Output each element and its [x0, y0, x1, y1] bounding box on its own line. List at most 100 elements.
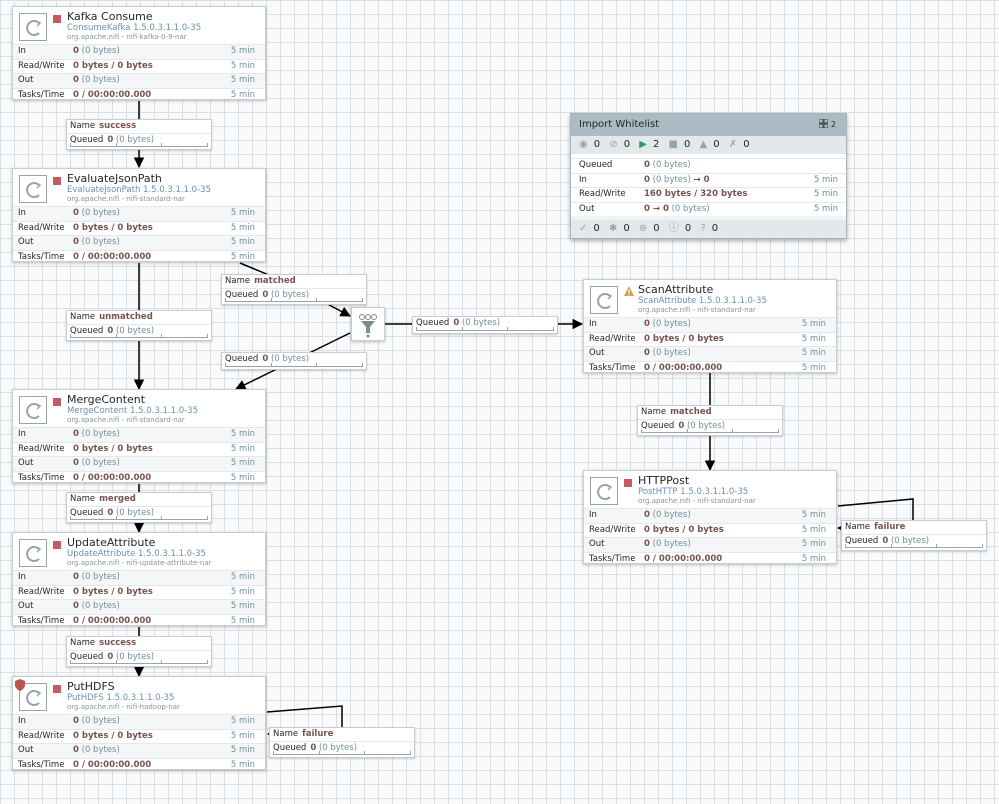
processor-name: MergeContent: [67, 393, 146, 406]
queue-bar: [845, 544, 983, 548]
processor-bundle: org.apache.nifi - nifi-standard-nar: [67, 416, 185, 424]
processor-updateattribute[interactable]: UpdateAttribute UpdateAttribute 1.5.0.3.…: [12, 532, 266, 626]
processor-type: EvaluateJsonPath 1.5.0.3.1.1.0-35: [67, 185, 211, 195]
processor-kafka-consume[interactable]: Kafka Consume ConsumeKafka 1.5.0.3.1.1.0…: [12, 6, 266, 100]
processor-name: EvaluateJsonPath: [67, 172, 162, 185]
locally-modified-icon: ✱: [608, 223, 618, 234]
disabled-icon: ✗: [728, 139, 738, 150]
queue-bar: [70, 143, 208, 147]
processor-header: PutHDFS PutHDFS 1.5.0.3.1.1.0-35 org.apa…: [13, 677, 265, 717]
stopped-icon: [53, 177, 61, 185]
warning-icon: [624, 286, 634, 296]
processor-type: PostHTTP 1.5.0.3.1.1.0-35: [638, 487, 749, 497]
processor-icon: [19, 13, 47, 41]
process-group-header: Import Whitelist 2: [571, 114, 846, 136]
process-group-status-bar: ◉0 ⊘0 ▶2 ■0 ▲0 ✗0: [571, 136, 846, 154]
processor-icon: [590, 286, 618, 314]
queue-bar: [70, 334, 208, 338]
queue-bar: [70, 516, 208, 520]
process-group-name: Import Whitelist: [579, 119, 660, 130]
processor-type: MergeContent 1.5.0.3.1.1.0-35: [67, 406, 198, 416]
processor-header: ScanAttribute ScanAttribute 1.5.0.3.1.1.…: [584, 280, 836, 320]
processor-evaluatejsonpath[interactable]: EvaluateJsonPath EvaluateJsonPath 1.5.0.…: [12, 168, 266, 262]
processor-header: EvaluateJsonPath EvaluateJsonPath 1.5.0.…: [13, 169, 265, 209]
processor-puthdfs[interactable]: PutHDFS PutHDFS 1.5.0.3.1.1.0-35 org.apa…: [12, 676, 266, 770]
not-transmitting-icon: ⊘: [609, 139, 618, 150]
queue-bar: [273, 751, 411, 755]
queue-bar: [225, 298, 363, 302]
locally-modified-stale-icon: ⓘ: [668, 223, 679, 234]
running-icon: ▶: [639, 139, 647, 150]
invalid-icon: ▲: [699, 139, 708, 150]
queue-bar: [70, 660, 208, 664]
processor-mergecontent[interactable]: MergeContent MergeContent 1.5.0.3.1.1.0-…: [12, 389, 266, 483]
funnel[interactable]: [351, 307, 385, 341]
up-to-date-icon: ✓: [579, 223, 588, 234]
queue-bar: [225, 363, 363, 367]
process-group-import-whitelist[interactable]: Import Whitelist 2 ◉0 ⊘0 ▶2 ■0 ▲0 ✗0 Que…: [570, 113, 847, 239]
processor-header: UpdateAttribute UpdateAttribute 1.5.0.3.…: [13, 533, 265, 573]
stopped-icon: [53, 541, 61, 549]
processor-header: MergeContent MergeContent 1.5.0.3.1.1.0-…: [13, 390, 265, 430]
processor-name: HTTPPost: [638, 474, 690, 487]
processor-type: ScanAttribute 1.5.0.3.1.1.0-35: [638, 296, 767, 306]
processor-bundle: org.apache.nifi - nifi-standard-nar: [67, 195, 185, 203]
processor-header: Kafka Consume ConsumeKafka 1.5.0.3.1.1.0…: [13, 7, 265, 47]
processor-icon: [19, 539, 47, 567]
transmitting-icon: ◉: [579, 139, 588, 150]
stopped-icon: ■: [668, 139, 678, 150]
processor-bundle: org.apache.nifi - nifi-kafka-0-9-nar: [67, 33, 187, 41]
processor-name: PutHDFS: [67, 680, 115, 693]
processor-httppost[interactable]: HTTPPost PostHTTP 1.5.0.3.1.1.0-35 org.a…: [583, 470, 837, 564]
processor-type: PutHDFS 1.5.0.3.1.1.0-35: [67, 693, 175, 703]
stale-icon: ⊕: [638, 223, 648, 234]
sync-failure-icon: ?: [700, 223, 706, 234]
stopped-icon: [53, 398, 61, 406]
process-group-count: 2: [818, 114, 836, 136]
processor-scanattribute[interactable]: ScanAttribute ScanAttribute 1.5.0.3.1.1.…: [583, 279, 837, 373]
queue-bar: [416, 327, 554, 331]
stopped-icon: [624, 479, 632, 487]
grid-icon: [818, 118, 829, 129]
processor-icon: [19, 175, 47, 203]
funnel-icon: [359, 314, 377, 338]
processor-icon: [19, 396, 47, 424]
processor-bundle: org.apache.nifi - nifi-hadoop-nar: [67, 703, 180, 711]
processor-name: UpdateAttribute: [67, 536, 156, 549]
